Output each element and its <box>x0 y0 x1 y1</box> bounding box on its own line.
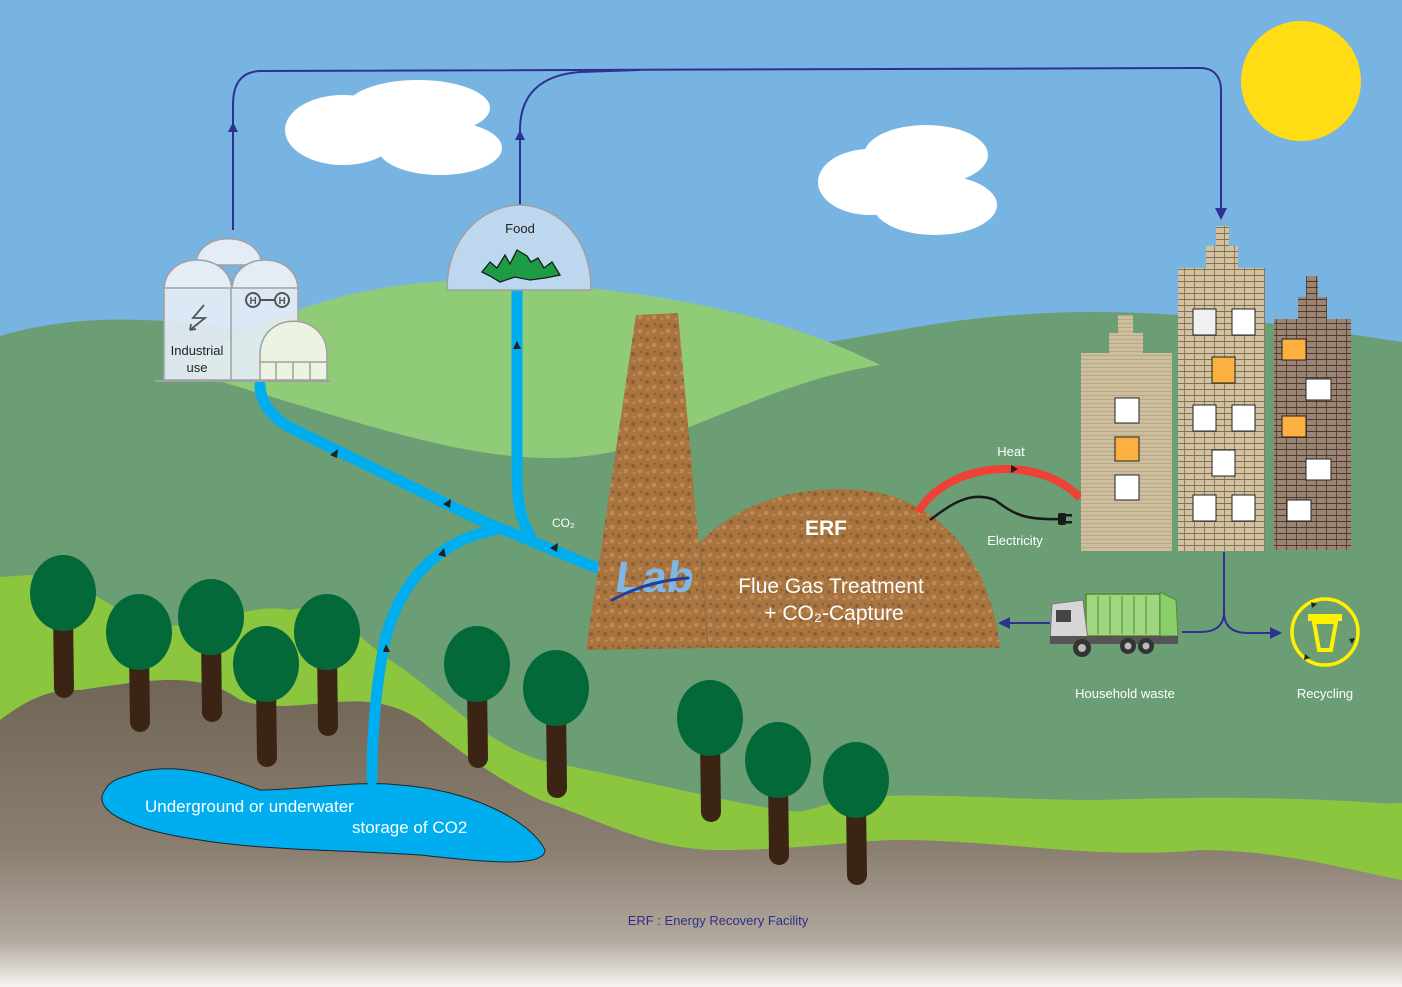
pipe-to-industrial <box>254 379 603 574</box>
recycling-label: Recycling <box>1297 686 1353 701</box>
co2-storage-pool <box>101 768 546 863</box>
tree-crown <box>294 594 360 670</box>
industrial-label-line1: Industrial <box>171 343 224 358</box>
recycling-icon <box>1290 597 1360 667</box>
window <box>1231 404 1256 432</box>
tree <box>178 579 244 722</box>
tree <box>106 594 172 732</box>
tree <box>745 722 811 865</box>
line-food-to-city <box>519 69 641 205</box>
heat-label: Heat <box>997 444 1025 459</box>
window <box>1192 308 1217 336</box>
pipe-flow-arrow-icons <box>330 341 558 652</box>
co2-flow-label: CO₂ <box>552 516 575 530</box>
erf-title: ERF <box>805 517 847 540</box>
footnote-erf-definition: ERF : Energy Recovery Facility <box>628 913 809 928</box>
tree-crown <box>233 626 299 702</box>
storage-label-line1: Underground or underwater <box>145 797 354 816</box>
window <box>1192 404 1217 432</box>
plants-icon <box>480 249 562 283</box>
tree-crown <box>745 722 811 798</box>
window <box>1114 474 1140 501</box>
sun <box>1241 21 1361 141</box>
window-lit <box>1281 338 1307 361</box>
waste-flow-lines <box>1010 552 1272 634</box>
tree-crown <box>677 680 743 756</box>
food-greenhouse <box>446 204 592 291</box>
building-right <box>1274 276 1351 550</box>
tree-crown <box>178 579 244 655</box>
tree <box>444 626 510 768</box>
tree-crown <box>106 594 172 670</box>
tree-crown <box>444 626 510 702</box>
heat-flow <box>914 465 1083 515</box>
tree <box>30 555 96 698</box>
industrial-label-line2: use <box>187 360 208 375</box>
window <box>1286 499 1312 522</box>
cloud <box>818 125 997 235</box>
tree <box>523 650 589 798</box>
tree-crown <box>823 742 889 818</box>
building-middle <box>1178 226 1265 551</box>
erf-line2: + CO₂-Capture <box>764 602 903 625</box>
electricity-cable <box>929 495 1061 522</box>
electricity-label: Electricity <box>987 533 1043 548</box>
pipe-to-food <box>511 282 536 541</box>
building-left <box>1081 315 1172 551</box>
power-plug-icon <box>1058 513 1072 525</box>
hydrogen-molecule-icon: H H <box>245 292 290 308</box>
return-arrow-icons <box>228 122 1227 220</box>
waste-arrow-icons <box>998 617 1282 639</box>
garbage-truck-icon <box>1049 591 1179 657</box>
lightning-icon <box>189 304 208 331</box>
erf-plant <box>697 489 1000 648</box>
tree-crown <box>30 555 96 631</box>
line-industrial-to-city <box>232 66 1222 230</box>
window <box>1231 308 1256 336</box>
window <box>1211 449 1236 477</box>
return-flow-lines <box>232 66 1222 230</box>
pipe-to-storage <box>366 524 501 786</box>
window <box>1114 397 1140 424</box>
co2-pipes <box>254 282 603 786</box>
light-hill <box>180 280 880 459</box>
storage-label-line2: storage of CO2 <box>352 818 467 837</box>
chimney <box>586 313 708 650</box>
tree <box>233 626 299 767</box>
erf-line1: Flue Gas Treatment <box>738 575 924 598</box>
lab-logo: Lab <box>610 553 697 602</box>
window <box>1305 458 1332 481</box>
window-lit <box>1281 415 1307 438</box>
tree <box>677 680 743 822</box>
tree <box>823 742 889 885</box>
svg-text:H: H <box>279 296 286 307</box>
tree-crown <box>523 650 589 726</box>
window <box>1231 494 1256 522</box>
window-lit <box>1114 436 1140 462</box>
heat-arrow-icon <box>1011 465 1018 473</box>
svg-text:H: H <box>250 296 257 307</box>
cloud <box>285 80 502 175</box>
soil <box>0 680 1402 987</box>
window <box>1192 494 1217 522</box>
trees <box>30 555 889 885</box>
window-lit <box>1211 356 1236 384</box>
window <box>1305 378 1332 401</box>
food-label: Food <box>505 221 535 236</box>
household-waste-label: Household waste <box>1075 686 1175 701</box>
tree <box>294 594 360 736</box>
